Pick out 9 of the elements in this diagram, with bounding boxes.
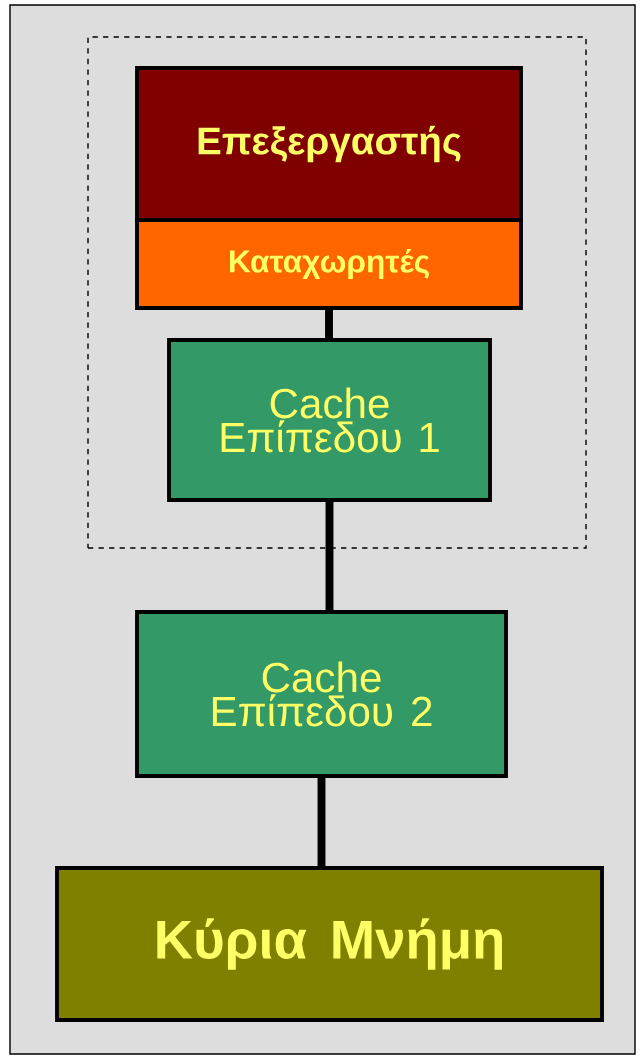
connector-line: [325, 501, 334, 611]
dashed-group-box: [87, 36, 587, 549]
cache-box: Cache Επίπεδου 1: [167, 338, 492, 502]
register-box: Καταχωρητές: [135, 218, 523, 310]
connector-line: [325, 309, 333, 339]
cache-box: Cache Επίπεδου 2: [135, 610, 508, 778]
memory-box: Κύρια Μνήμη: [55, 866, 604, 1022]
processor-box: Επεξεργαστής: [135, 66, 523, 222]
connector-line: [317, 777, 326, 867]
